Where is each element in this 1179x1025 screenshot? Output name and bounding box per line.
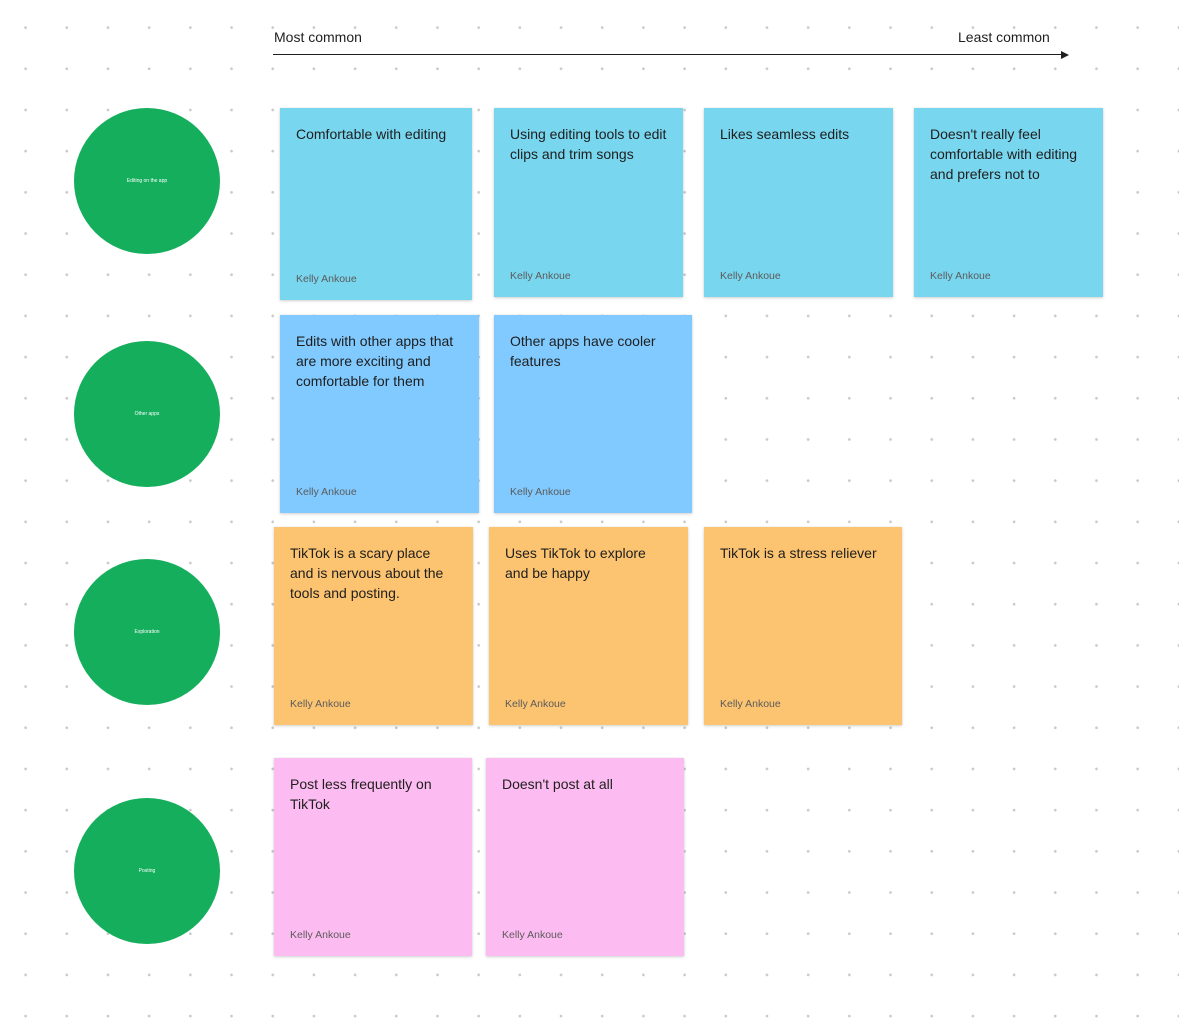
sticky-note-author: Kelly Ankoue	[510, 486, 571, 498]
sticky-note[interactable]: Post less frequently on TikTok Kelly Ank…	[274, 758, 472, 956]
sticky-note-text: Post less frequently on TikTok	[290, 776, 432, 812]
sticky-note-text: Other apps have cooler features	[510, 333, 656, 369]
axis-start-label: Most common	[274, 29, 362, 45]
sticky-note-author: Kelly Ankoue	[296, 273, 357, 285]
sticky-note-author: Kelly Ankoue	[720, 698, 781, 710]
category-label: Posting	[138, 868, 156, 874]
category-label: Editing on the app	[126, 178, 168, 184]
sticky-note[interactable]: TikTok is a scary place and is nervous a…	[274, 527, 473, 725]
sticky-note-text: Edits with other apps that are more exci…	[296, 333, 454, 389]
sticky-note-text: Uses TikTok to explore and be happy	[505, 545, 646, 581]
sticky-note-author: Kelly Ankoue	[296, 486, 357, 498]
sticky-note-author: Kelly Ankoue	[930, 270, 991, 282]
sticky-note-text: Doesn't really feel comfortable with edi…	[930, 126, 1078, 182]
sticky-note-author: Kelly Ankoue	[720, 270, 781, 282]
category-circle-editing[interactable]: Editing on the app	[74, 108, 220, 254]
sticky-note-text: Doesn't post at all	[502, 776, 613, 792]
sticky-note-text: Likes seamless edits	[720, 126, 850, 142]
sticky-note-text: TikTok is a scary place and is nervous a…	[290, 545, 444, 601]
sticky-note-author: Kelly Ankoue	[290, 929, 351, 941]
sticky-note[interactable]: Using editing tools to edit clips and tr…	[494, 108, 683, 297]
category-label: Exploration	[134, 629, 160, 635]
frequency-axis-line	[273, 54, 1063, 55]
axis-end-label: Least common	[958, 29, 1050, 45]
sticky-note-text: Using editing tools to edit clips and tr…	[510, 126, 667, 162]
sticky-note-text: TikTok is a stress reliever	[720, 545, 877, 561]
sticky-note-text: Comfortable with editing	[296, 126, 447, 142]
sticky-note[interactable]: Uses TikTok to explore and be happy Kell…	[489, 527, 688, 725]
sticky-note-author: Kelly Ankoue	[505, 698, 566, 710]
sticky-note[interactable]: Edits with other apps that are more exci…	[280, 315, 479, 513]
category-circle-other-apps[interactable]: Other apps	[74, 341, 220, 487]
sticky-note[interactable]: Doesn't really feel comfortable with edi…	[914, 108, 1103, 297]
category-circle-exploration[interactable]: Exploration	[74, 559, 220, 705]
sticky-note-author: Kelly Ankoue	[510, 270, 571, 282]
sticky-note[interactable]: Comfortable with editing Kelly Ankoue	[280, 108, 472, 300]
axis-arrowhead	[1061, 51, 1069, 59]
sticky-note-author: Kelly Ankoue	[502, 929, 563, 941]
sticky-note-author: Kelly Ankoue	[290, 698, 351, 710]
sticky-note[interactable]: Doesn't post at all Kelly Ankoue	[486, 758, 684, 956]
category-circle-posting[interactable]: Posting	[74, 798, 220, 944]
category-label: Other apps	[134, 411, 160, 417]
sticky-note[interactable]: Other apps have cooler features Kelly An…	[494, 315, 692, 513]
sticky-note[interactable]: Likes seamless edits Kelly Ankoue	[704, 108, 893, 297]
sticky-note[interactable]: TikTok is a stress reliever Kelly Ankoue	[704, 527, 902, 725]
